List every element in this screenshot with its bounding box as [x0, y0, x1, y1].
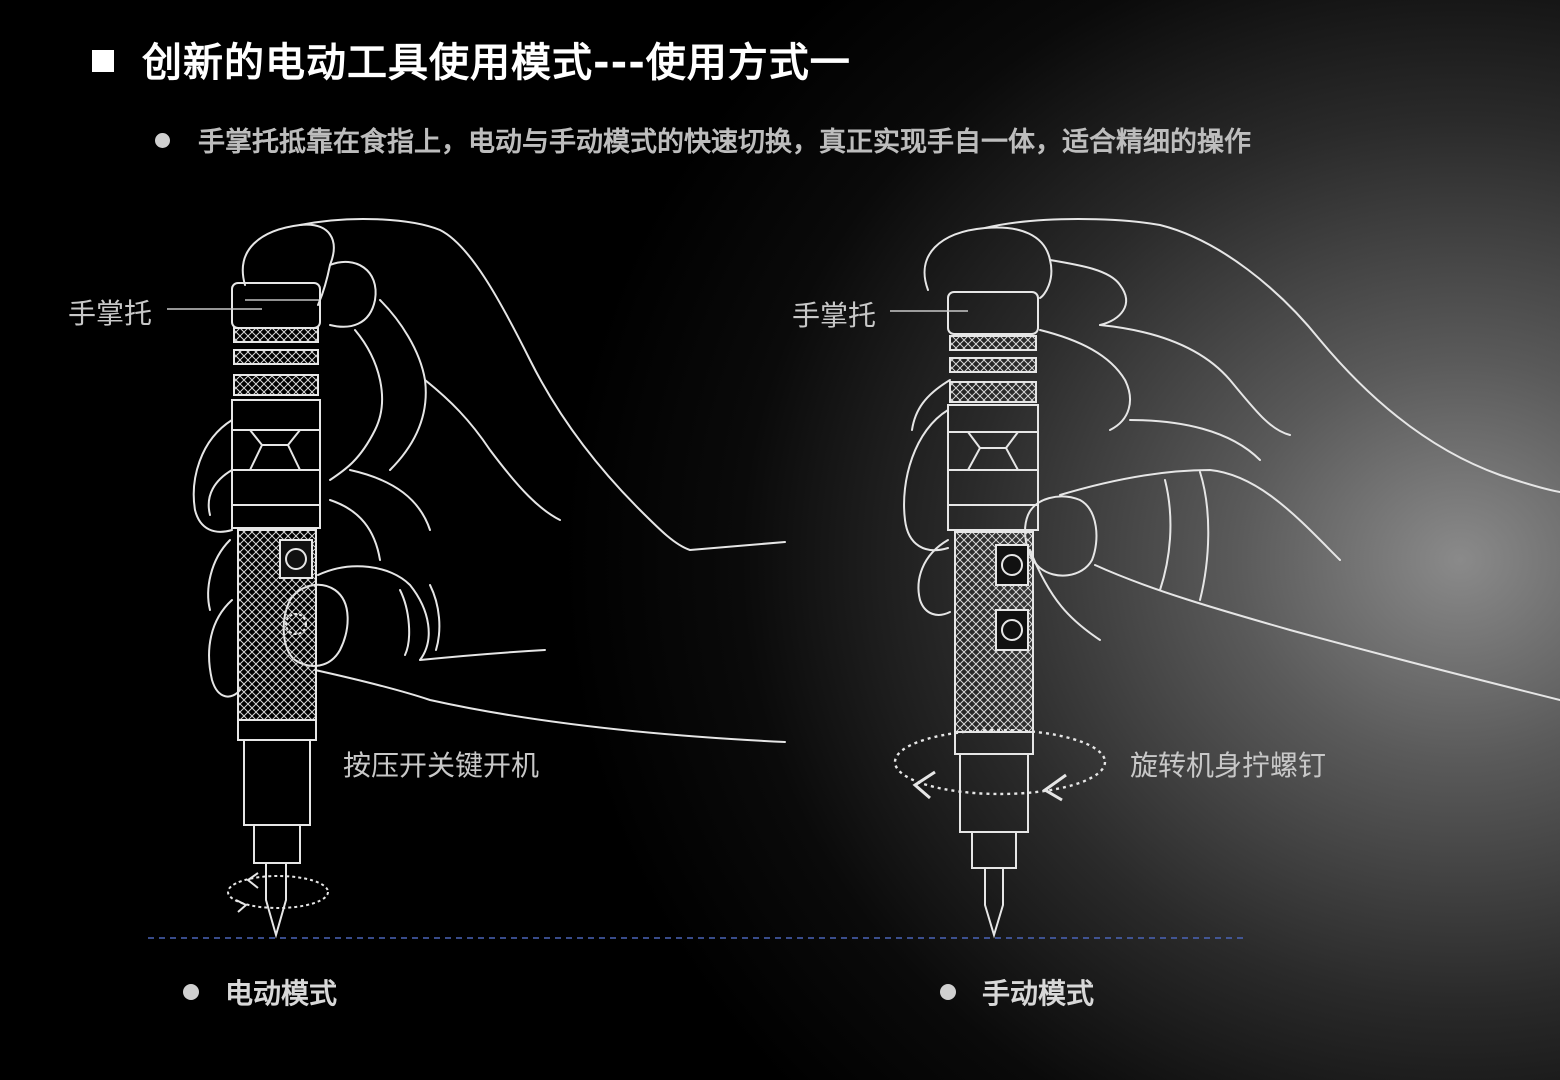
rotation-arrow-right	[893, 728, 1107, 796]
bullet-icon	[183, 984, 199, 1000]
square-bullet-icon	[92, 50, 114, 72]
palm-rest-label-right: 手掌托	[792, 299, 877, 332]
left-hand-drawing	[192, 217, 786, 743]
left-driver-drawing	[231, 282, 321, 939]
manual-mode-label: 手动模式	[940, 972, 1094, 1012]
palm-rest-label-left: 手掌托	[68, 297, 153, 330]
subtitle-text: 手掌托抵靠在食指上，电动与手动模式的快速切换，真正实现手自一体，适合精细的操作	[198, 127, 1251, 158]
rotate-body-label: 旋转机身拧螺钉	[1130, 749, 1327, 782]
subtitle: 手掌托抵靠在食指上，电动与手动模式的快速切换，真正实现手自一体，适合精细的操作	[155, 120, 1251, 159]
page-title: 创新的电动工具使用模式---使用方式一	[92, 30, 851, 88]
right-hand-drawing	[903, 218, 1560, 701]
palm-cap-left	[231, 282, 321, 329]
press-switch-label: 按压开关键开机	[343, 749, 540, 782]
rotation-arrow-left	[227, 875, 329, 909]
palm-cap-right	[947, 291, 1039, 335]
bullet-icon	[940, 984, 956, 1000]
bullet-icon	[155, 133, 170, 148]
right-driver-drawing	[947, 291, 1039, 939]
title-text: 创新的电动工具使用模式---使用方式一	[142, 40, 851, 86]
electric-mode-label: 电动模式	[183, 972, 337, 1012]
